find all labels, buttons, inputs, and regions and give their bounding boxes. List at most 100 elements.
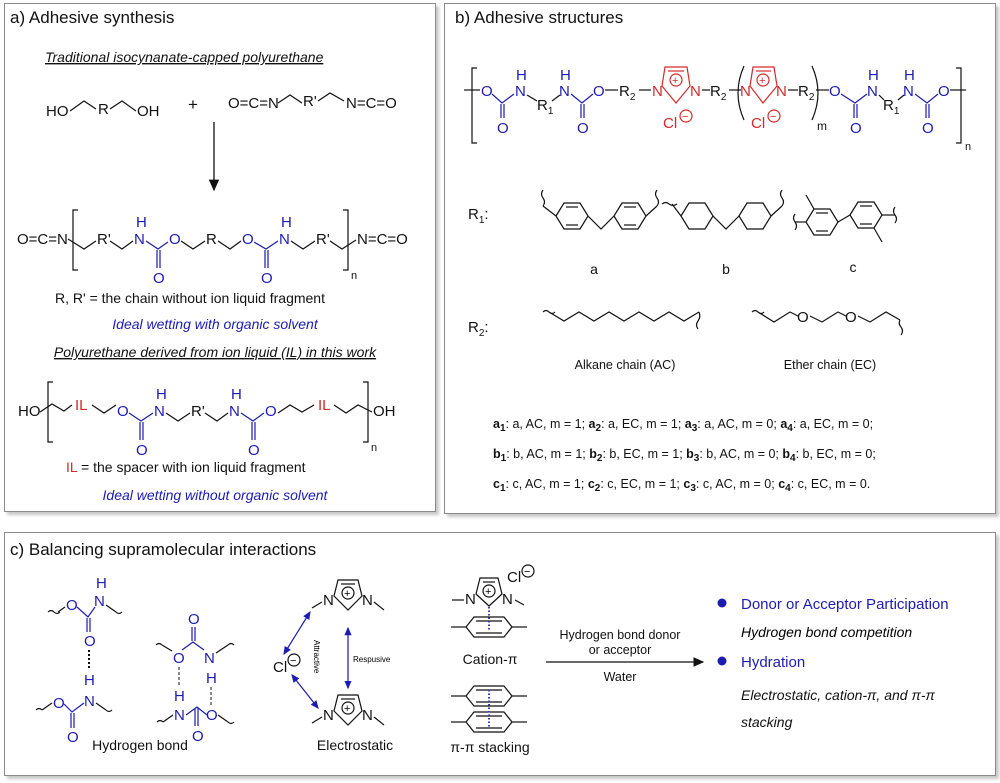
charge-minus: − <box>770 111 776 123</box>
atom-label: O=C=N <box>17 231 68 248</box>
reaction-plus: + <box>188 95 198 114</box>
arrow-label-acceptor: or acceptor <box>589 643 652 657</box>
atom-label: H <box>174 688 185 705</box>
atom-label: Cl <box>273 659 287 676</box>
atom-label: N <box>279 231 290 248</box>
panel-a-adhesive-synthesis <box>4 3 436 512</box>
atom-label: O <box>117 403 129 420</box>
atom-label: O <box>261 270 273 287</box>
r1-structure-b <box>661 189 785 230</box>
atom-label: O <box>497 120 509 137</box>
charge-plus: + <box>759 75 765 87</box>
atom-label: O=C=N <box>228 95 279 112</box>
il-definition-text: = the spacer with ion liquid fragment <box>77 459 306 475</box>
charge-plus: + <box>344 703 350 715</box>
atom-label: IL <box>75 397 88 414</box>
atom-label: H <box>516 67 527 84</box>
arrow-label-donor: Hydrogen bond donor <box>560 628 681 642</box>
atom-label: N=C=O <box>346 95 397 112</box>
hydrogen-bond-illustration: O N H O H N O O O O N <box>35 575 235 746</box>
atom-label: N <box>174 707 185 724</box>
attractive-label: Attractive <box>312 640 321 674</box>
atom-label: H <box>96 575 107 592</box>
atom-label: Cl <box>507 569 521 586</box>
atom-label: R2 <box>798 83 815 103</box>
panel-a-title: a) Adhesive synthesis <box>10 8 174 27</box>
atom-label: O <box>53 695 65 712</box>
atom-label: IL <box>318 397 331 414</box>
charge-minus: − <box>682 111 688 123</box>
atom-label: H <box>868 67 879 84</box>
atom-label: OH <box>373 403 396 420</box>
atom-label: H <box>156 386 167 403</box>
atom-label: N <box>740 83 751 100</box>
structure-label-c: c <box>850 259 857 275</box>
traditional-heading: Traditional isocynanate-capped polyureth… <box>45 49 324 65</box>
atom-label: R2 <box>619 83 636 103</box>
atom-label: H <box>231 386 242 403</box>
cation-pi-illustration: N N + Cl − <box>451 564 535 638</box>
cation-pi-label: Cation-π <box>463 651 518 667</box>
atom-label: n <box>371 442 377 454</box>
atom-label: HO <box>18 403 41 420</box>
atom-label: O <box>188 611 200 628</box>
atom-label: R' <box>303 93 317 110</box>
atom-label: n <box>351 270 357 282</box>
outcome-list: Donor or Acceptor Participation Hydrogen… <box>717 596 949 671</box>
r1-label: R1: <box>468 206 489 226</box>
ether-chain-structure: O O <box>751 309 904 336</box>
arrow-label-water: Water <box>604 670 637 684</box>
atom-label: H <box>281 214 292 231</box>
atom-label: HO <box>46 103 69 120</box>
atom-label: O <box>265 403 277 420</box>
atom-label: H <box>560 67 571 84</box>
composition-row-b: b1: b, AC, m = 1; b2: b, EC, m = 1; b3: … <box>493 447 876 464</box>
il-definition: IL = the spacer with ion liquid fragment <box>66 459 306 475</box>
atom-label: O <box>136 442 148 459</box>
charge-plus: + <box>672 75 678 87</box>
charge-minus: − <box>290 655 296 667</box>
atom-label: O <box>577 120 589 137</box>
diisocyanate-structure: O=C=N R' N=C=O <box>228 92 397 112</box>
atom-label: O <box>845 309 857 326</box>
atom-label: R' <box>316 231 330 248</box>
atom-label: N <box>84 693 95 710</box>
alkane-chain-label: Alkane chain (AC) <box>575 358 676 372</box>
adhesive-polymer-structure: O O N H R1 N H O O R2 N N + Cl − <box>464 65 971 153</box>
alkane-chain-structure <box>542 309 701 330</box>
bullet-icon <box>717 656 727 666</box>
atom-label: N <box>204 650 215 667</box>
atom-label: N <box>134 231 145 248</box>
atom-label: H <box>206 670 217 687</box>
atom-label: N <box>515 83 526 100</box>
atom-label: N <box>502 591 513 608</box>
il-note: Ideal wetting without organic solvent <box>103 487 329 503</box>
atom-label: O <box>66 597 78 614</box>
charge-minus: − <box>524 566 530 578</box>
r1-structure-c <box>792 194 898 243</box>
atom-label: R <box>206 231 217 248</box>
composition-list: a1: a, AC, m = 1; a2: a, EC, m = 1; a3: … <box>493 417 876 494</box>
atom-label: O <box>242 231 254 248</box>
atom-label: O <box>850 120 862 137</box>
atom-label: N <box>690 83 701 100</box>
atom-label: O <box>173 650 185 667</box>
atom-label: N <box>652 83 663 100</box>
il-heading: Polyurethane derived from ion liquid (IL… <box>54 344 377 360</box>
r2-label: R2: <box>468 319 489 339</box>
atom-label: H <box>904 67 915 84</box>
atom-label: H <box>136 214 147 231</box>
panel-c-title: c) Balancing supramolecular interactions <box>10 540 316 559</box>
outcome-heading-donor-acceptor: Donor or Acceptor Participation <box>741 596 949 613</box>
atom-label: O <box>797 309 809 326</box>
panel-c-supramolecular-interactions <box>4 532 996 776</box>
il-polyurethane-structure: HO IL O O N H R' N H O O IL n OH <box>18 381 396 459</box>
charge-plus: + <box>485 586 491 598</box>
traditional-polyurethane-structure: O=C=N R' N H O O R O O N H R' n N=C=O <box>17 209 408 287</box>
outcome-detail-hb-competition: Hydrogen bond competition <box>741 624 912 640</box>
atom-label: N <box>323 592 334 609</box>
atom-label: O <box>67 729 79 746</box>
panel-b-title: b) Adhesive structures <box>455 8 623 27</box>
atom-label: R2 <box>710 83 727 103</box>
